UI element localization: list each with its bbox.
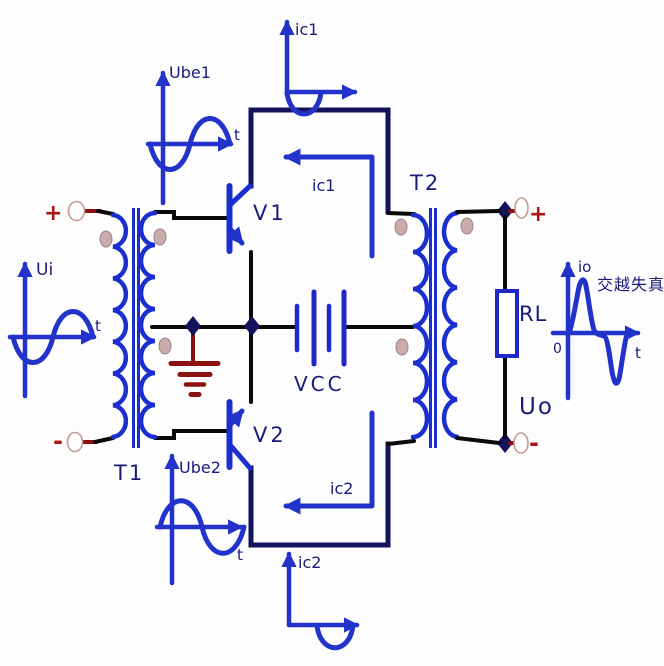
top-collector-wire [248,107,416,216]
input-plus-terminal [67,200,86,222]
ube2-waveform: Ube2 t [154,453,247,586]
input-plus-sign: + [44,201,62,226]
ic1-arrow-line [283,148,375,259]
input-minus-sign: - [53,427,63,455]
v1-emitter-arrow [226,226,245,246]
t1-primary-top-wire [96,209,115,216]
t1-label: T1 [113,461,144,485]
output-minus-sign: - [529,429,539,457]
t2-primary-top-polarity-dot [394,218,408,236]
v1-base-wire [153,210,228,220]
t1-secondary-bottom-polarity-dot [158,337,172,355]
io-t-label: t [635,344,641,362]
output-plus-terminal [514,197,529,219]
input-minus-terminal [66,431,84,453]
ic1-current-label: ic1 [312,176,335,195]
t2-secondary-coil [441,210,460,440]
ic2-current-arrow: ic2 [283,410,375,515]
t2-primary-bottom-polarity-dot [395,338,409,356]
ube1-sine [147,116,233,172]
rl-load: RL Uo [495,215,554,439]
v2-collector-lead [228,443,253,471]
ic1-axis-label: ic1 [295,20,318,39]
v1-collector-lead [228,183,253,207]
io-label: io [578,258,591,276]
ic2-half-sine [314,623,356,651]
output-terminals: + - [508,197,547,457]
t2-label: T2 [409,171,440,195]
ube2-label: Ube2 [179,458,221,477]
t1-primary-polarity-dot [99,230,113,248]
ui-waveform: Ui t [7,260,101,399]
junction-output-top [497,201,513,221]
v1-transistor: V1 [226,183,287,254]
v2-emitter-arrow [226,408,245,428]
ube2-sine [157,498,247,556]
t1-primary-bottom-wire [93,436,115,444]
ube1-t-label: t [234,126,240,144]
t2-primary-top-stub [386,211,416,216]
ic2-waveform: ic2 [281,551,360,651]
ic2-arrow-line [283,410,375,515]
v2-transistor: V2 [226,399,287,471]
t2-secondary-bottom-wire [455,436,501,445]
t1-secondary-top-polarity-dot [153,228,167,246]
ube2-t-label: t [237,546,243,564]
ui-t-label: t [95,317,101,335]
ground-symbol [168,328,221,397]
vcc-label: VCC [294,372,345,396]
junction-ground-node [185,316,201,336]
ube1-waveform: Ube1 t [145,63,240,206]
t2-transformer: T2 [394,171,501,448]
rl-resistor [495,289,519,358]
v2-base-wire [153,429,228,440]
bottom-collector-wire [248,439,416,548]
io-waveform: io 交越失真 0 t [550,258,664,401]
t2-primary-coil [410,212,430,440]
t1-primary-coil [110,212,129,440]
output-plus-sign: + [529,202,547,227]
v1-collector-route [248,107,391,215]
t2-primary-bottom-stub [386,439,416,446]
t2-secondary-top-wire [455,209,501,214]
rl-label: RL [519,302,547,326]
junction-emitter-node [244,316,260,336]
ic2-current-label: ic2 [330,479,353,498]
uo-label: Uo [519,394,554,420]
ic1-waveform: ic1 [279,19,358,117]
crossover-distortion-label: 交越失真 [597,275,664,294]
v2-collector-route [248,441,391,548]
v1-label: V1 [253,201,287,225]
t1-secondary-coil [138,210,158,440]
vcc-battery: VCC [294,289,347,396]
io-distorted-curve [566,277,634,386]
ic1-current-arrow: ic1 [283,148,375,259]
t1-transformer: + - T1 [44,200,228,485]
center-rail [150,250,415,404]
junction-output-bottom [497,433,513,453]
v2-label: V2 [253,423,287,447]
t2-secondary-polarity-dot [460,217,474,235]
output-minus-terminal [513,432,529,454]
ic2-axis-label: ic2 [298,553,321,572]
ui-label: Ui [36,260,53,280]
io-origin-label: 0 [553,341,562,357]
junctions [185,201,513,453]
ui-sine [10,309,96,365]
ic1-half-sine [284,90,324,117]
ube1-label: Ube1 [169,63,211,82]
